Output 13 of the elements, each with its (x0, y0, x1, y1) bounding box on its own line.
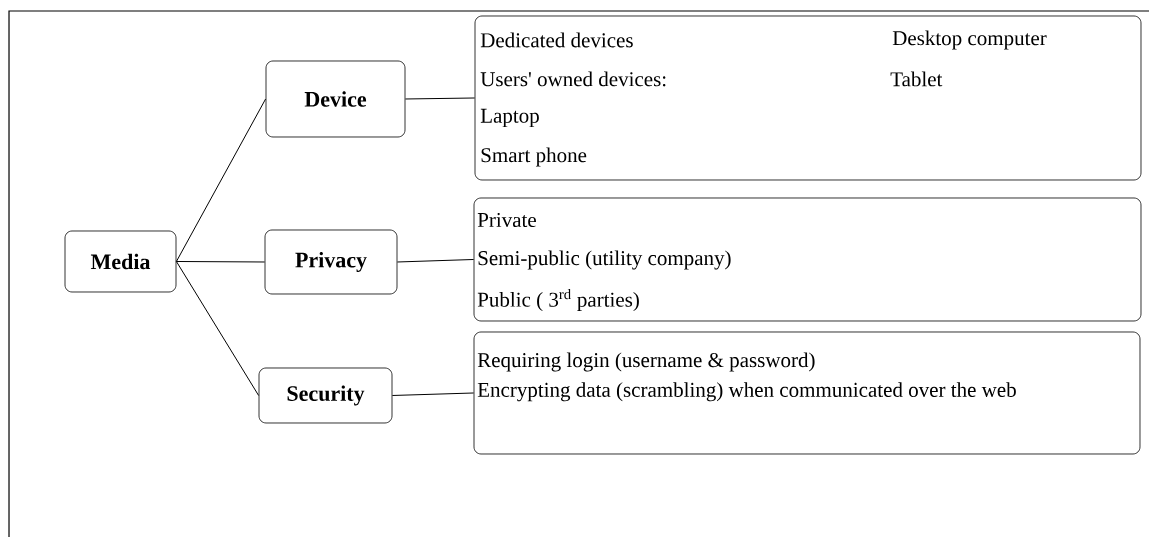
list-box: Private Semi-public (utility company) Public ( 3$^{rd}$ parties) (473, 197, 1142, 322)
list-box: Dedicated devices Desktop computer Users' owned devices: Tablet Laptop Smart phone (474, 15, 1142, 181)
connector-line (175, 98, 267, 262)
connector-line (396, 259, 475, 263)
list-box: Requiring login (username & password) Encrypting data (scrambling) when communicated over the web (473, 331, 1141, 455)
topic-box: Security (258, 367, 393, 424)
topic-box: Media (64, 230, 177, 293)
topic-box: Privacy (264, 229, 398, 295)
connector-line (404, 97, 476, 100)
topic-box: Device (265, 60, 406, 138)
connector-line (175, 261, 260, 396)
connector-line (391, 392, 475, 396)
connector-line (175, 261, 266, 263)
